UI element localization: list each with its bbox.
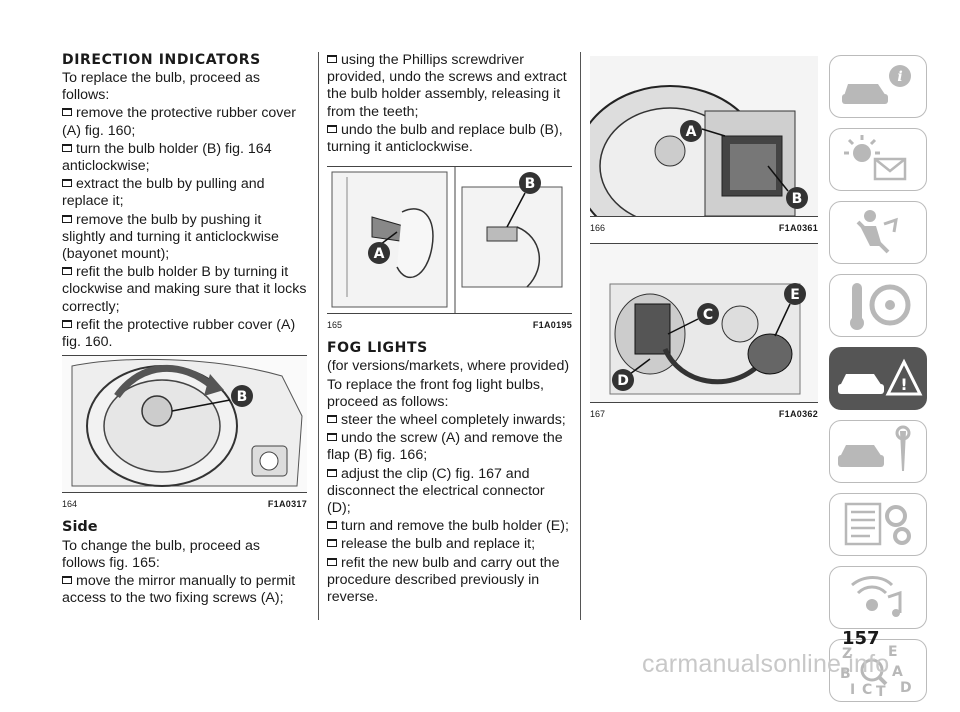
checkbox-bullet-icon <box>62 179 72 188</box>
figure-164: B <box>62 355 307 494</box>
figure-165: A B <box>327 166 572 315</box>
index-letter: A <box>892 664 903 680</box>
index-letter: I <box>850 682 855 698</box>
list-item: refit the bulb holder B by turning it cl… <box>62 264 307 315</box>
checkbox-bullet-icon <box>327 468 337 477</box>
figure-167: C D E <box>590 243 818 404</box>
callout-label-b: B <box>792 191 803 207</box>
technical-data-icon <box>844 502 911 546</box>
wheel-arch-flap-illustration: A B <box>574 56 818 247</box>
column-3: A B 166 F1A0361 C D E 167 <box>574 52 818 429</box>
list-item: remove the bulb by pushing it slightly a… <box>62 211 279 263</box>
fog-light-connector-illustration: C D E <box>590 244 818 403</box>
checkbox-bullet-icon <box>327 539 337 548</box>
checkbox-bullet-icon <box>327 124 337 133</box>
list-item: using the Phillips screwdriver provided,… <box>327 52 567 120</box>
index-letter: D <box>900 680 912 696</box>
car-info-icon: i <box>842 65 911 104</box>
checkbox-bullet-icon <box>62 108 72 117</box>
checkbox-bullet-icon <box>62 319 72 328</box>
checkbox-bullet-icon <box>62 214 72 223</box>
car-maintenance-icon <box>838 425 911 471</box>
figure-code: F1A0362 <box>778 409 818 420</box>
callout-label-e: E <box>790 287 800 303</box>
figure-number: 167 <box>590 409 606 420</box>
checkbox-bullet-icon <box>62 576 72 585</box>
callout-label-c: C <box>703 307 713 323</box>
warning-lights-icon <box>844 135 907 181</box>
list-item: adjust the clip (C) fig. 167 and disconn… <box>327 465 545 517</box>
turn-signal-illustration: B <box>62 356 307 493</box>
tab-starting-driving[interactable] <box>829 274 927 337</box>
checkbox-bullet-icon <box>327 55 337 63</box>
figure-caption: 166 F1A0361 <box>590 220 818 237</box>
list-item: steer the wheel completely inwards; <box>327 412 572 429</box>
list-item: turn and remove the bulb holder (E); <box>327 518 572 535</box>
tab-technical-data[interactable] <box>829 493 927 556</box>
index-letter: C <box>862 682 872 698</box>
list-item: undo the screw (A) and remove the flap (… <box>327 430 563 464</box>
intro-text: To replace the bulb, proceed as follows: <box>62 70 260 104</box>
callout-label-a: A <box>686 124 697 140</box>
figure-caption: 165 F1A0195 <box>327 317 572 334</box>
car-emergency-icon: ! <box>838 358 923 396</box>
list-item: refit the protective rubber cover (A) fi… <box>62 316 296 351</box>
checkbox-bullet-icon <box>327 433 337 442</box>
tab-warning-lights[interactable] <box>829 128 927 191</box>
list-item: undo the bulb and replace bulb (B), turn… <box>327 121 563 156</box>
index-letter: E <box>888 644 898 660</box>
tab-maintenance[interactable] <box>829 420 927 483</box>
steering-key-icon <box>850 283 911 330</box>
figure-166: A B <box>574 56 818 247</box>
list-item: move the mirror manually to permit acces… <box>62 573 296 607</box>
column-divider <box>318 52 319 620</box>
subheading: Side <box>62 519 98 536</box>
callout-label-a: A <box>374 246 385 262</box>
callout-label-b: B <box>525 176 536 192</box>
figure-caption: 167 F1A0362 <box>590 406 818 423</box>
note-text: (for versions/markets, where provided) <box>327 358 570 375</box>
tab-emergency[interactable]: ! <box>829 347 927 410</box>
airbag-safety-icon <box>856 210 898 254</box>
section-heading: DIRECTION INDICATORS <box>62 52 261 68</box>
section-heading: FOG LIGHTS <box>327 340 428 357</box>
list-item: extract the bulb by pulling and replace … <box>62 176 265 210</box>
figure-code: F1A0317 <box>267 499 307 510</box>
checkbox-bullet-icon <box>62 267 72 276</box>
checkbox-bullet-icon <box>327 557 337 566</box>
mirror-bulb-illustration: A B <box>327 167 572 314</box>
list-item: turn the bulb holder (B) fig. 164 anticl… <box>62 140 272 175</box>
figure-number: 164 <box>62 499 78 510</box>
checkbox-bullet-icon <box>327 415 337 424</box>
side-intro-text: To change the bulb, proceed as follows f… <box>62 537 260 571</box>
multimedia-icon <box>851 576 902 617</box>
figure-number: 165 <box>327 320 343 331</box>
figure-caption: 164 F1A0317 <box>62 496 307 513</box>
index-letter: Z <box>842 646 852 662</box>
checkbox-bullet-icon <box>62 143 72 152</box>
column-1: DIRECTION INDICATORS To replace the bulb… <box>62 52 307 608</box>
chapter-tabs: i ! <box>829 55 927 712</box>
figure-number: 166 <box>590 223 606 233</box>
watermark: carmanualsonline.info <box>642 650 890 678</box>
tab-car-info[interactable]: i <box>829 55 927 118</box>
figure-code: F1A0361 <box>778 223 818 233</box>
svg-text:!: ! <box>900 375 907 394</box>
index-letter: B <box>840 666 851 682</box>
callout-label-d: D <box>617 373 629 389</box>
column-divider <box>580 52 581 620</box>
checkbox-bullet-icon <box>327 521 337 530</box>
page-number: 157 <box>842 628 880 649</box>
column-2: using the Phillips screwdriver provided,… <box>327 52 572 607</box>
svg-text:i: i <box>897 69 902 85</box>
figure-code: F1A0195 <box>532 320 572 331</box>
list-item: remove the protective rubber cover (A) f… <box>62 105 297 139</box>
list-item: release the bulb and replace it; <box>327 536 572 553</box>
callout-label-b: B <box>237 389 248 405</box>
tab-multimedia[interactable] <box>829 566 927 629</box>
index-letter: T <box>876 684 886 700</box>
list-item: refit the new bulb and carry out the pro… <box>327 554 560 606</box>
intro-text: To replace the front fog light bulbs, pr… <box>327 376 544 410</box>
tab-safety[interactable] <box>829 201 927 264</box>
